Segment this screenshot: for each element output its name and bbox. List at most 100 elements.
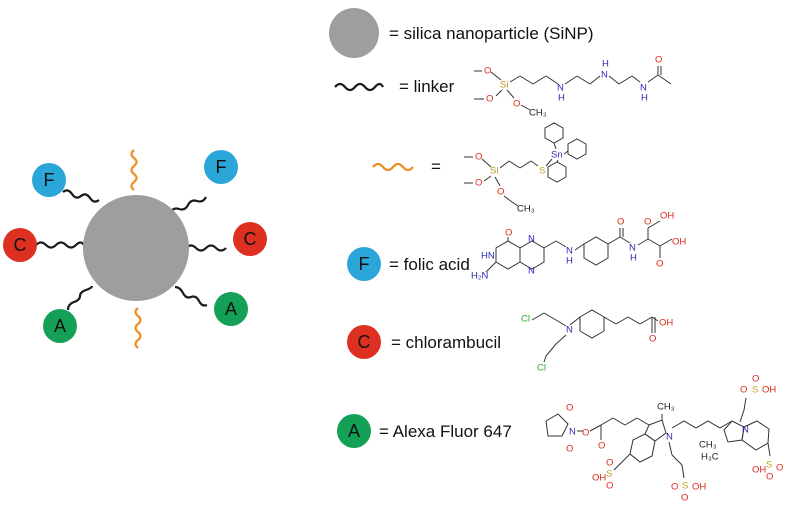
svg-text:O: O	[566, 444, 573, 455]
svg-text:O: O	[582, 428, 589, 439]
svg-text:S: S	[682, 481, 688, 492]
svg-text:O: O	[655, 55, 662, 66]
svg-text:O: O	[644, 217, 651, 228]
legend-linker: = linker O Si N H N H N H O	[334, 55, 672, 119]
legend-sinp: = silica nanoparticle (SiNP)	[329, 8, 594, 58]
linker-to-alexa-right	[174, 285, 208, 307]
legend-chlorambucil-letter: C	[358, 332, 371, 352]
svg-text:S: S	[766, 460, 772, 471]
svg-text:O: O	[486, 94, 493, 105]
svg-text:OH: OH	[660, 211, 674, 222]
svg-text:OH: OH	[752, 465, 766, 476]
linker-to-chlorambucil-right	[185, 244, 227, 252]
silica-nanoparticle	[83, 195, 189, 301]
svg-text:H: H	[602, 59, 609, 70]
svg-text:O: O	[649, 334, 656, 345]
linker-structure: O Si N H N H N H O O	[474, 55, 672, 119]
svg-text:HN: HN	[481, 251, 495, 262]
svg-text:Si: Si	[490, 166, 498, 177]
svg-text:O: O	[656, 259, 663, 270]
svg-text:H₂N: H₂N	[471, 271, 489, 282]
legend-chlorambucil-swatch	[347, 325, 381, 359]
legend-sinp-swatch	[329, 8, 379, 58]
legend-alexa-letter: A	[348, 421, 360, 441]
legend-tin-linker: = O Si S Sn O O	[372, 122, 587, 215]
legend-linker-swatch	[334, 82, 384, 92]
svg-text:O: O	[606, 481, 613, 492]
svg-text:N: N	[557, 83, 564, 94]
tin-linker-structure: O Si S Sn O O CH₃	[464, 122, 587, 215]
alexa-ball-left	[43, 309, 77, 343]
legend-alexa-swatch	[337, 414, 371, 448]
folic-acid-structure: O HN H₂N N N N H O N H O OH	[471, 211, 686, 282]
folic-ball-left-label: F	[44, 170, 55, 190]
svg-text:N: N	[742, 425, 749, 436]
legend-alexa-label: = Alexa Fluor 647	[379, 422, 512, 441]
tin-linker-bottom	[134, 307, 142, 349]
svg-text:O: O	[566, 403, 573, 414]
svg-text:O: O	[475, 178, 482, 189]
chlorambucil-ball-right-label: C	[244, 229, 257, 249]
svg-text:O: O	[513, 99, 520, 110]
legend-folic-letter: F	[359, 254, 370, 274]
svg-text:N: N	[666, 432, 673, 443]
svg-text:O: O	[766, 472, 773, 483]
svg-text:OH: OH	[659, 318, 673, 329]
svg-text:O: O	[752, 374, 759, 385]
legend-folic-label: = folic acid	[389, 255, 470, 274]
svg-text:N: N	[629, 243, 636, 254]
alexa-ball-right-label: A	[225, 299, 237, 319]
svg-text:OH: OH	[692, 482, 706, 493]
svg-text:Cl: Cl	[521, 314, 530, 325]
svg-text:N: N	[601, 70, 608, 81]
tin-linker-top	[130, 149, 138, 191]
svg-text:O: O	[484, 66, 491, 77]
svg-text:S: S	[539, 166, 545, 177]
svg-text:H: H	[558, 93, 565, 104]
linker-to-folic-left	[62, 189, 100, 203]
chlorambucil-ball-right	[233, 222, 267, 256]
svg-text:O: O	[475, 152, 482, 163]
alexa-fluor-structure: O O N O O CH₃ N S O OH O S	[545, 374, 783, 504]
svg-text:O: O	[671, 482, 678, 493]
svg-text:N: N	[566, 325, 573, 336]
svg-text:O: O	[740, 385, 747, 396]
alexa-ball-right	[214, 292, 248, 326]
svg-text:OH: OH	[592, 473, 606, 484]
svg-text:O: O	[776, 463, 783, 474]
linker-to-folic-right	[169, 196, 207, 214]
folic-ball-right-label: F	[216, 157, 227, 177]
svg-text:N: N	[566, 246, 573, 257]
svg-text:CH₃: CH₃	[699, 440, 717, 451]
svg-text:O: O	[598, 441, 605, 452]
svg-text:Si: Si	[500, 80, 508, 91]
svg-text:S: S	[752, 385, 758, 396]
folic-ball-right	[204, 150, 238, 184]
svg-text:CH₃: CH₃	[529, 108, 547, 119]
legend-chlorambucil: C = chlorambucil Cl N OH O Cl	[347, 309, 673, 374]
svg-text:OH: OH	[672, 237, 686, 248]
svg-text:OH: OH	[762, 385, 776, 396]
svg-text:CH₃: CH₃	[657, 402, 675, 413]
chlorambucil-ball-left	[3, 228, 37, 262]
legend-tin-linker-label: =	[431, 157, 441, 176]
svg-text:O: O	[505, 228, 512, 239]
legend-chlorambucil-label: = chlorambucil	[391, 333, 501, 352]
svg-text:CH₃: CH₃	[517, 204, 535, 215]
linker-to-alexa-left	[66, 285, 94, 311]
svg-text:Cl: Cl	[537, 363, 546, 374]
svg-text:H: H	[641, 93, 648, 104]
legend-alexa: A = Alexa Fluor 647 O O N O O CH₃ N	[337, 374, 783, 504]
svg-text:H₃C: H₃C	[701, 452, 719, 463]
svg-text:O: O	[606, 458, 613, 469]
nanoparticle-assembly: F F C C A A	[3, 149, 267, 349]
chlorambucil-ball-left-label: C	[14, 235, 27, 255]
svg-text:N: N	[528, 234, 535, 245]
legend-tin-linker-swatch	[372, 162, 414, 172]
svg-text:O: O	[617, 217, 624, 228]
svg-text:Sn: Sn	[551, 150, 563, 161]
svg-text:O: O	[497, 187, 504, 198]
svg-text:H: H	[630, 253, 637, 264]
svg-text:N: N	[569, 427, 576, 438]
svg-text:N: N	[528, 266, 535, 277]
